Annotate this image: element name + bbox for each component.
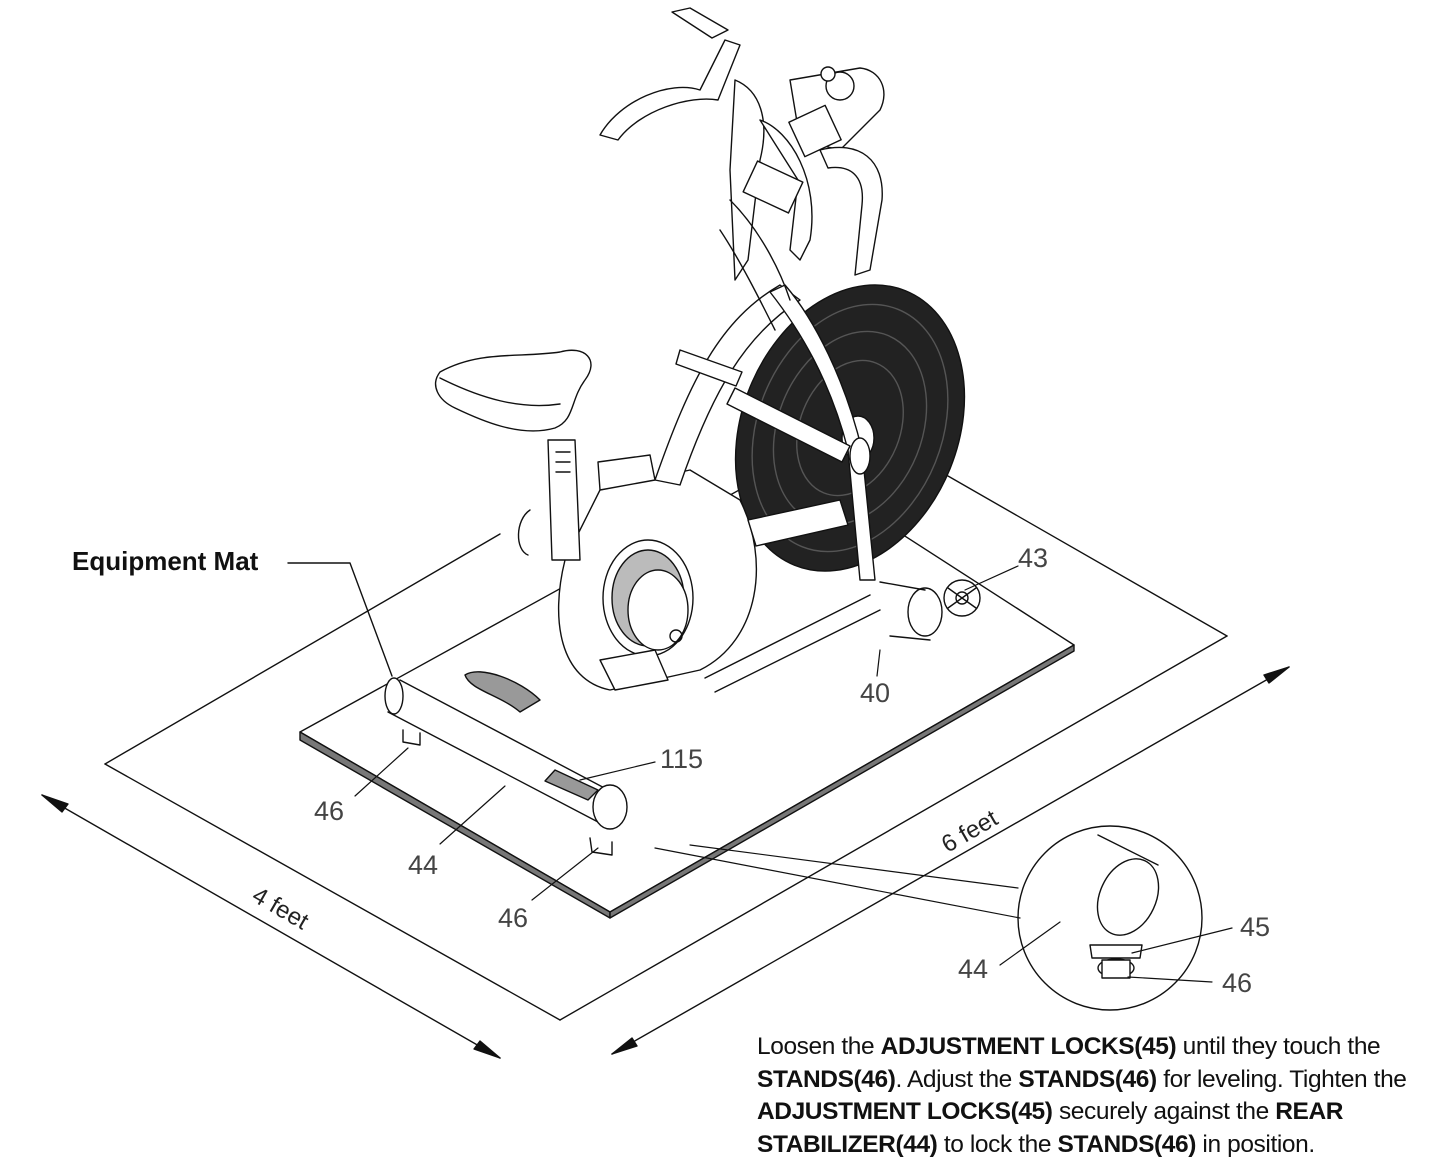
instruction-text: . Adjust the	[895, 1065, 1019, 1093]
instruction-text: Loosen the	[757, 1033, 881, 1060]
callout-46-left: 46	[314, 796, 345, 826]
callout-44-left: 44	[408, 850, 439, 880]
callout-40: 40	[860, 678, 891, 708]
rear-stabilizer	[384, 677, 628, 856]
instruction-text: securely against the	[1052, 1098, 1276, 1125]
front-stabilizer	[704, 579, 981, 693]
mat-label-leader	[287, 562, 393, 677]
pedal-assembly	[464, 454, 669, 713]
callout-46-bottom: 46	[498, 903, 529, 933]
floor-area-outline	[104, 475, 1228, 1021]
handlebar-assembly	[599, 7, 885, 387]
leveling-instructions: Loosen the ADJUSTMENT LOCKS(45) until th…	[757, 1031, 1437, 1161]
instruction-part-name: ADJUSTMENT LOCKS(45)	[880, 1033, 1177, 1060]
callout-46-detail: 46	[1222, 968, 1253, 998]
equipment-mat-label: Equipment Mat	[72, 546, 259, 576]
dimension-4-feet-line	[41, 794, 501, 1059]
instruction-part-name: STANDS(46)	[757, 1065, 896, 1093]
callout-leaders	[354, 565, 1233, 983]
instruction-part-name: REAR STABILIZER(44)	[757, 1098, 1344, 1158]
callout-45-detail: 45	[1240, 912, 1271, 942]
callout-43: 43	[1018, 543, 1049, 573]
instruction-part-name: STANDS(46)	[1018, 1065, 1157, 1093]
instruction-part-name: STANDS(46)	[1057, 1130, 1197, 1158]
instruction-part-name: ADJUSTMENT LOCKS(45)	[757, 1098, 1053, 1125]
seat-assembly	[435, 349, 592, 561]
instruction-text: in position.	[1196, 1130, 1315, 1158]
dimension-6-feet-line	[611, 666, 1290, 1055]
stand-detail-view	[1017, 825, 1203, 1011]
instruction-text: until they touch the	[1176, 1033, 1381, 1060]
instruction-text: to lock the	[937, 1130, 1058, 1158]
callout-44-detail: 44	[958, 954, 989, 984]
instruction-text: for leveling. Tighten the	[1156, 1065, 1407, 1093]
bike-frame	[557, 284, 876, 691]
callout-115: 115	[660, 744, 704, 774]
